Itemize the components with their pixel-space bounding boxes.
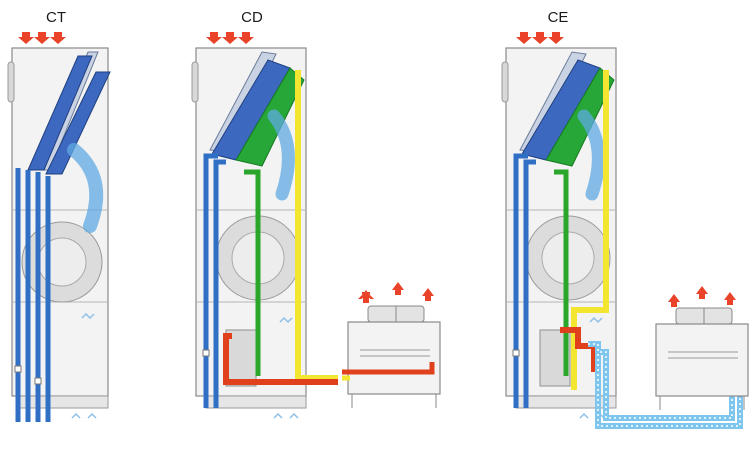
heat-out-arrow-icon: [206, 32, 254, 44]
outlet-diffuser-icon: [71, 312, 97, 419]
dry-cooler-ce: [655, 286, 749, 410]
coil-assembly-ct: [27, 51, 111, 175]
condenser-cd: [342, 282, 441, 408]
airflow-swirl-icon: [267, 109, 295, 201]
water-pipes-ce: [513, 153, 536, 408]
heat-out-arrow-icon: [358, 282, 434, 303]
compressor: [225, 329, 257, 387]
water-pipes-cd: [203, 153, 226, 408]
refrigerant-pipe-yellow-ce: [571, 70, 609, 390]
unit-ce: CE: [501, 9, 617, 419]
refrigerant-pipe-red-cd: [223, 333, 338, 385]
unit-label-ct: CT: [46, 9, 66, 26]
heat-out-arrow-icon: [516, 32, 564, 44]
refrigerant-pipe-green-cd: [244, 169, 261, 376]
unit-ct: CT: [7, 9, 111, 422]
unit-label-ce: CE: [548, 9, 569, 26]
refrigerant-pipe-red-ce: [560, 327, 597, 372]
fan-icon: [21, 221, 103, 303]
refrigerant-pipe-yellow-cd: [295, 70, 338, 381]
refrigerant-pipe-green-ce: [554, 169, 569, 376]
heat-out-arrow-icon: [668, 286, 736, 307]
heat-out-arrow-icon: [18, 32, 66, 44]
unit-cd: CD: [191, 9, 338, 419]
outlet-diffuser-icon: [273, 316, 299, 419]
airflow-swirl-icon: [577, 109, 605, 201]
airflow-swirl-icon: [67, 143, 104, 233]
unit-label-cd: CD: [241, 9, 263, 26]
